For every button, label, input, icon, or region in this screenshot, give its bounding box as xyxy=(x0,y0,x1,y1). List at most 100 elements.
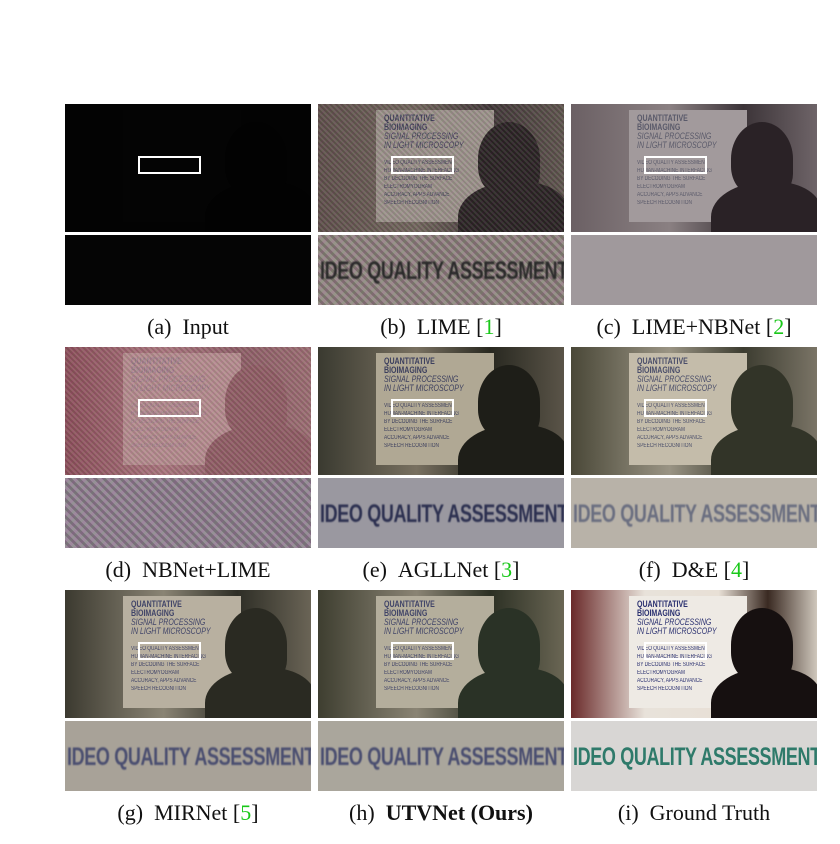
poster-title-line: SIGNAL PROCESSING xyxy=(384,132,458,141)
poster-body-line: VIDEO QUALITY ASSESSMENT xyxy=(131,646,202,652)
poster-body-line: ELECTROMYOGRAM xyxy=(384,427,433,433)
poster-body-line: SPEECH RECOGNITION xyxy=(384,200,439,207)
poster-title-line: SIGNAL PROCESSING xyxy=(131,617,206,627)
poster-body-line: HUMAN-MACHINE INTERFACING xyxy=(131,654,206,660)
zoomed-crop: IDEO QUALITY ASSESSMENT xyxy=(318,235,564,305)
poster-body-line: SPEECH RECOGNITION xyxy=(131,443,186,450)
caption-label: (c) xyxy=(596,314,632,339)
caption-method: MIRNet xyxy=(154,800,228,825)
poster-body-line: HUMAN-MACHINE INTERFACING xyxy=(637,168,712,174)
zoomed-crop: IDEO QUALITY ASSESSMENT xyxy=(571,478,817,548)
caption-method: AGLLNet xyxy=(397,557,489,582)
poster-title-line: IN LIGHT MICROSCOPY xyxy=(131,626,211,636)
poster-title-line: BIOIMAGING xyxy=(637,608,681,618)
caption-method: NBNet+LIME xyxy=(142,557,271,582)
panel-caption: (d) NBNet+LIME xyxy=(55,557,321,583)
poster-body-line: ELECTROMYOGRAM xyxy=(131,670,180,676)
crop-text: IDEO QUALITY ASSESSMENT xyxy=(320,500,564,528)
poster-body-line: SPEECH RECOGNITION xyxy=(384,443,439,449)
caption-method: LIME xyxy=(416,314,471,339)
caption-label: (g) xyxy=(117,800,155,825)
poster-title-line: QUANTITATIVE xyxy=(384,599,435,609)
poster-body-line: HUMAN-MACHINE INTERFACING xyxy=(384,654,459,660)
poster-title-line: QUANTITATIVE xyxy=(131,357,182,366)
poster-body-line: VIDEO QUALITY ASSESSMENT xyxy=(384,160,455,167)
poster-body-line: ACCURACY, APPS ADVANCE xyxy=(637,192,703,198)
poster-body-line: VIDEO QUALITY ASSESSMENT xyxy=(384,646,455,652)
zoomed-crop: IDEO QUALITY ASSESSMENT xyxy=(318,721,564,791)
poster-body-line: BY DECODING THE SURFACE xyxy=(131,419,199,426)
roi-box xyxy=(644,399,707,417)
poster-title-line: QUANTITATIVE xyxy=(637,113,688,123)
poster-body-line: SPEECH RECOGNITION xyxy=(384,686,439,692)
poster-title-line: BIOIMAGING xyxy=(131,366,174,375)
roi-box xyxy=(391,156,454,174)
caption-method: LIME+NBNet xyxy=(631,314,761,339)
poster-body-line: VIDEO QUALITY ASSESSMENT xyxy=(131,403,202,410)
poster-title-line: IN LIGHT MICROSCOPY xyxy=(131,384,211,393)
panel-a: (a) Input xyxy=(65,104,311,344)
poster-title-line: SIGNAL PROCESSING xyxy=(131,375,205,384)
poster-title-line: IN LIGHT MICROSCOPY xyxy=(384,141,464,150)
shoulder-silhouette xyxy=(711,182,817,232)
caption-label: (a) xyxy=(147,314,183,339)
shoulder-silhouette xyxy=(458,668,564,718)
zoomed-crop: IDEO QUALITY ASSESSMENT xyxy=(318,478,564,548)
poster-body-line: ACCURACY, APPS ADVANCE xyxy=(637,678,703,684)
noise-overlay xyxy=(65,347,311,475)
poster-body-line: SPEECH RECOGNITION xyxy=(637,200,692,206)
poster-body-line: ELECTROMYOGRAM xyxy=(384,184,432,191)
result-image xyxy=(65,104,311,232)
caption-citation[interactable]: [2] xyxy=(760,314,792,339)
caption-label: (h) xyxy=(349,800,386,825)
caption-citation[interactable]: [3] xyxy=(488,557,520,582)
poster-body-line: ELECTROMYOGRAM xyxy=(131,427,179,434)
crop-text: IDEO QUALITY ASSESSMENT xyxy=(573,500,817,528)
poster-title-line: BIOIMAGING xyxy=(384,365,428,375)
panel-caption: (b) LIME [1] xyxy=(308,314,574,340)
shoulder-silhouette xyxy=(205,425,311,475)
poster-body-line: BY DECODING THE SURFACE xyxy=(637,176,706,182)
panel-caption: (c) LIME+NBNet [2] xyxy=(561,314,827,340)
crop-text: IDEO QUALITY ASSESSMENT xyxy=(573,743,817,771)
poster-body-line: SPEECH RECOGNITION xyxy=(637,686,692,692)
shoulder-silhouette xyxy=(458,182,564,232)
poster-body-line: HUMAN-MACHINE INTERFACING xyxy=(384,168,459,175)
poster-body-line: VIDEO QUALITY ASSESSMENT xyxy=(637,403,708,409)
poster-body-line: HUMAN-MACHINE INTERFACING xyxy=(131,411,206,418)
noise-overlay xyxy=(318,104,564,232)
poster-body-line: VIDEO QUALITY ASSESSMENT xyxy=(637,160,708,166)
caption-method: Input xyxy=(182,314,229,339)
caption-label: (e) xyxy=(362,557,398,582)
caption-citation[interactable]: [4] xyxy=(718,557,750,582)
caption-citation[interactable]: [1] xyxy=(470,314,502,339)
caption-citation[interactable]: [5] xyxy=(227,800,259,825)
caption-method: Ground Truth xyxy=(649,800,771,825)
poster-title-line: BIOIMAGING xyxy=(131,608,175,618)
poster-body-line: HUMAN-MACHINE INTERFACING xyxy=(637,654,712,660)
panel-caption: (g) MIRNet [5] xyxy=(55,800,321,826)
poster-title-line: IN LIGHT MICROSCOPY xyxy=(384,626,464,636)
poster-body-line: ELECTROMYOGRAM xyxy=(384,670,433,676)
poster-body-line: ACCURACY, APPS ADVANCE xyxy=(384,192,449,199)
poster-body-line: HUMAN-MACHINE INTERFACING xyxy=(384,411,459,417)
poster-body-line: VIDEO QUALITY ASSESSMENT xyxy=(637,646,708,652)
poster-body-line: ELECTROMYOGRAM xyxy=(637,670,686,676)
roi-box xyxy=(391,642,454,660)
caption-method: UTVNet (Ours) xyxy=(385,800,533,825)
poster-body-line: ACCURACY, APPS ADVANCE xyxy=(384,678,450,684)
panel-caption: (h) UTVNet (Ours) xyxy=(308,800,574,826)
poster-title-line: IN LIGHT MICROSCOPY xyxy=(637,140,717,150)
roi-box xyxy=(644,642,707,660)
shoulder-silhouette xyxy=(205,182,311,232)
